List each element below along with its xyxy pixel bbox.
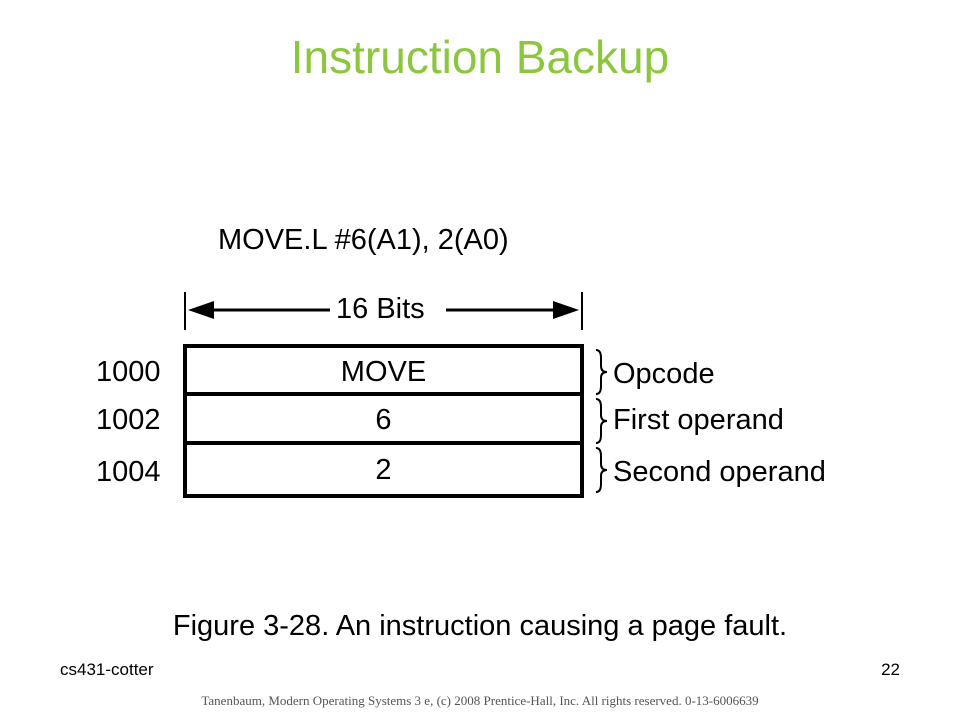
slide-title: Instruction Backup	[290, 31, 670, 83]
memory-box: MOVE 6 2	[185, 346, 582, 496]
cell-opcode: MOVE	[340, 356, 427, 388]
width-arrowhead-left	[188, 301, 214, 319]
instruction-text: MOVE.L #6(A1), 2(A0)	[218, 224, 509, 256]
footer-course: cs431-cotter	[60, 660, 154, 679]
slide-number: 22	[881, 660, 900, 679]
address-1000: 1000	[96, 356, 161, 388]
address-1002: 1002	[96, 404, 161, 436]
cell-second-operand: 2	[375, 454, 392, 486]
label-opcode: Opcode	[613, 358, 715, 390]
width-label: 16 Bits	[334, 293, 427, 326]
brace-opcode	[595, 349, 608, 395]
figure-caption: Figure 3-28. An instruction causing a pa…	[172, 610, 788, 642]
width-arrowhead-right	[553, 301, 579, 319]
address-1004: 1004	[96, 456, 161, 488]
label-second-operand: Second operand	[613, 456, 826, 488]
memory-box-outline	[183, 344, 584, 498]
brace-first-operand	[595, 398, 608, 444]
label-first-operand: First operand	[613, 404, 784, 436]
copyright-notice: Tanenbaum, Modern Operating Systems 3 e,…	[201, 693, 759, 708]
cell-first-operand: 6	[375, 404, 392, 436]
brace-second-operand	[595, 447, 608, 493]
